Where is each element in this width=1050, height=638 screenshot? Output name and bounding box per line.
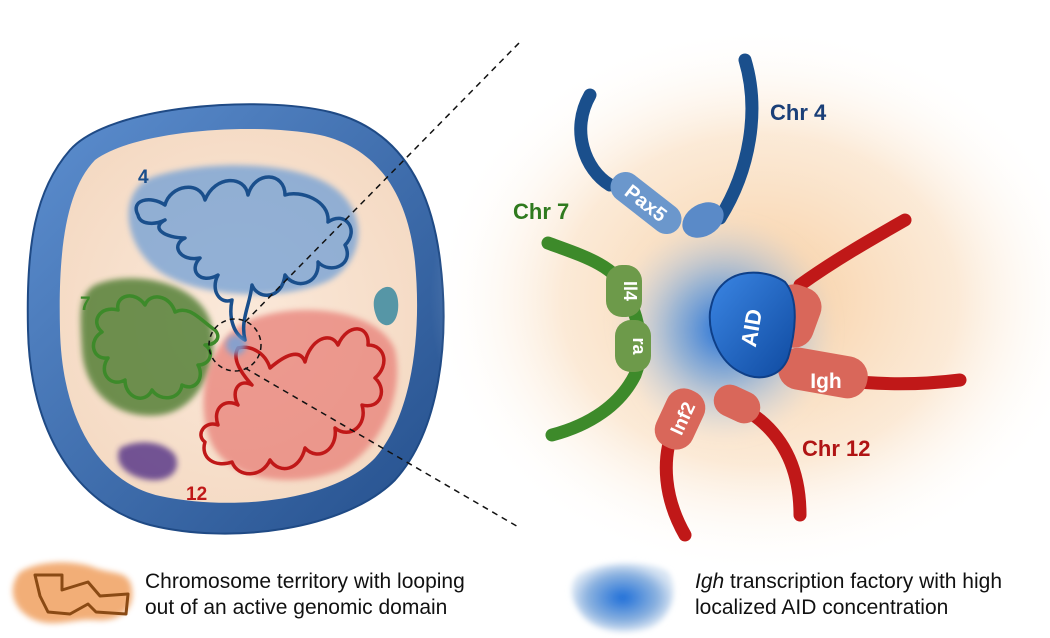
chr12-territory (203, 310, 398, 480)
legend-territory-line2: out of an active genomic domain (145, 596, 448, 619)
teal-territory (373, 286, 399, 326)
legend-factory-icon (571, 563, 674, 632)
inf2-gene-segment (654, 388, 706, 450)
ra-label: ra (629, 337, 649, 355)
chr4-anchor (682, 202, 724, 238)
legend-factory-text: Igh transcription factory with high loca… (695, 569, 1002, 621)
aid-protein (708, 271, 796, 379)
chr7-label: Chr 7 (513, 199, 569, 224)
territory-label-4: 4 (138, 167, 149, 188)
purple-territory (118, 442, 178, 481)
igh-gene-segment (778, 347, 868, 399)
local-factory-spot (226, 335, 246, 355)
chr4-territory (128, 165, 359, 295)
chr7-loop (91, 294, 220, 400)
legend-factory-line1: Igh transcription factory with high (695, 569, 1002, 595)
chr4-loop (134, 175, 353, 342)
nucleus: 4 7 12 (26, 103, 445, 535)
territory-label-12: 12 (186, 484, 207, 505)
legend-factory-igh: Igh (695, 570, 725, 593)
legend-territory-line1: Chromosome territory with looping (145, 570, 465, 593)
chr12-loop (199, 327, 386, 476)
legend-factory-line2: localized AID concentration (695, 596, 949, 619)
pax5-gene-segment (610, 171, 682, 235)
il4-gene-segment (606, 265, 642, 317)
zoom-line-bottom (244, 367, 521, 529)
legend-territory-text: Chromosome territory with looping out of… (145, 569, 465, 621)
chr4-label: Chr 4 (770, 100, 827, 125)
chr12-label: Chr 12 (802, 436, 870, 461)
chr4-fiber (574, 53, 759, 225)
ra-gene-segment (615, 320, 651, 372)
legend-territory-icon (12, 562, 133, 624)
zoom-circle (208, 318, 262, 372)
legend-factory-line1-rest: transcription factory with high (724, 570, 1002, 593)
il4-label: Il4 (620, 281, 640, 301)
transcription-factory: Pax5 Chr 4 Il4 ra Chr 7 Igh Inf2 Chr 12 … (430, 25, 1050, 575)
territory-label-7: 7 (80, 294, 91, 315)
igh-label: Igh (810, 370, 842, 393)
chr12-lower-segment (713, 384, 761, 424)
